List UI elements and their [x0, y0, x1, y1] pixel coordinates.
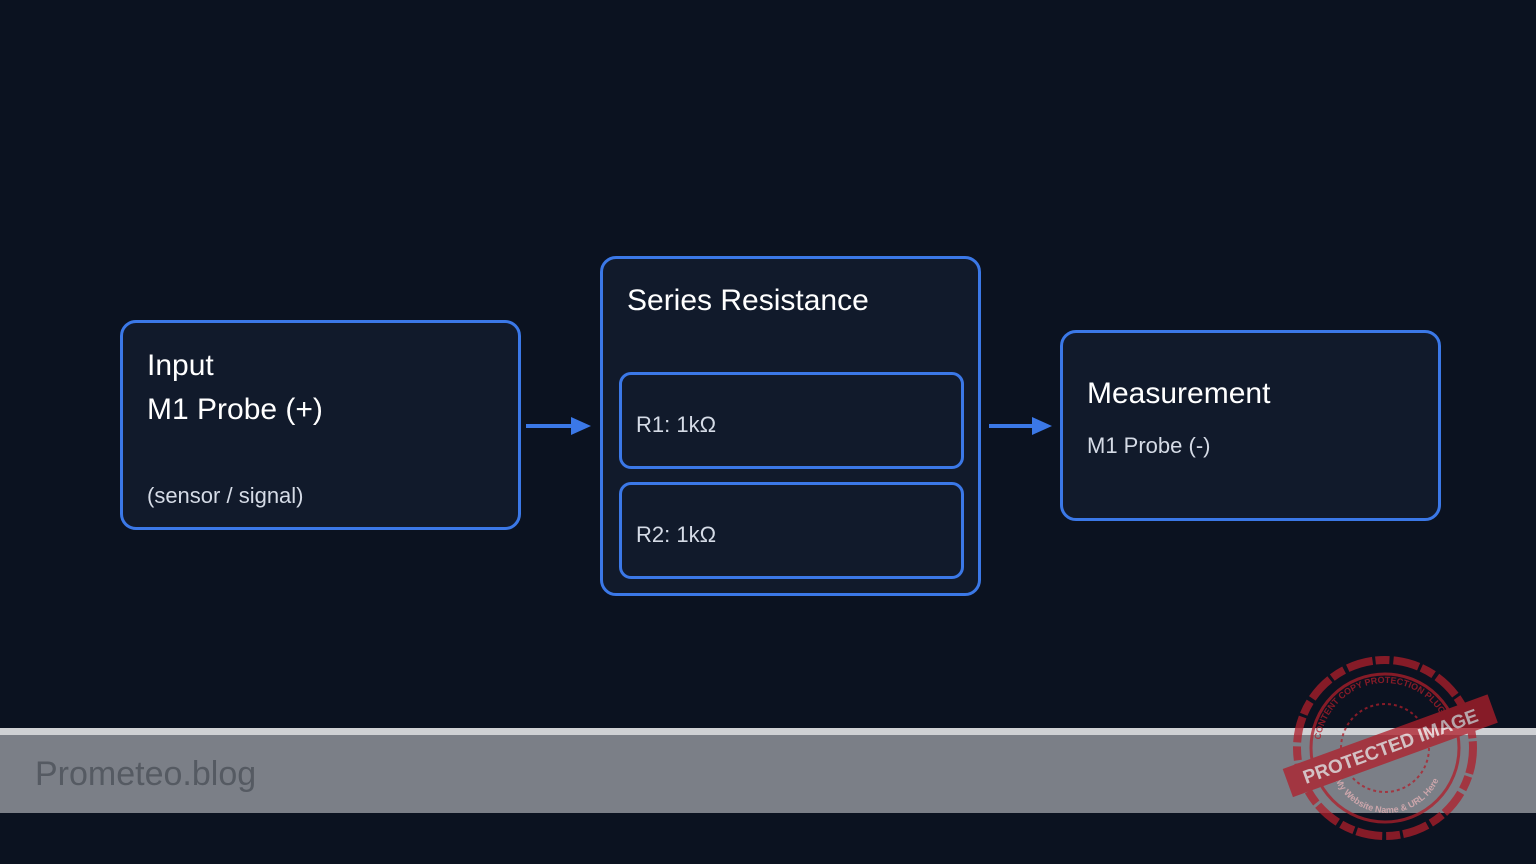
resistor-r1-label: R1: 1kΩ: [636, 412, 717, 437]
input-title: Input: [147, 349, 214, 382]
footer-brand[interactable]: Prometeo.blog: [35, 755, 257, 793]
footer-bar: Prometeo.blog: [0, 735, 1536, 813]
input-subtitle: (sensor / signal): [147, 483, 304, 508]
series-title: Series Resistance: [627, 284, 869, 317]
arrow-series-to-measurement: [989, 417, 1052, 435]
measurement-subtitle: M1 Probe (-): [1087, 433, 1211, 458]
measurement-node: Measurement M1 Probe (-): [1060, 330, 1441, 521]
resistor-r2: R2: 1kΩ: [619, 482, 964, 579]
resistor-r2-label: R2: 1kΩ: [636, 522, 717, 547]
series-resistance-node: Series Resistance R1: 1kΩ R2: 1kΩ: [600, 256, 981, 596]
measurement-title: Measurement: [1087, 377, 1271, 410]
input-probe-label: M1 Probe (+): [147, 393, 323, 426]
input-node: Input M1 Probe (+) (sensor / signal): [120, 320, 521, 530]
protected-image-stamp: CONTENT COPY PROTECTION PLUGIN My Websit…: [1282, 656, 1498, 840]
arrow-input-to-series: [526, 417, 591, 435]
footer-divider: [0, 728, 1536, 735]
resistor-r1: R1: 1kΩ: [619, 372, 964, 469]
